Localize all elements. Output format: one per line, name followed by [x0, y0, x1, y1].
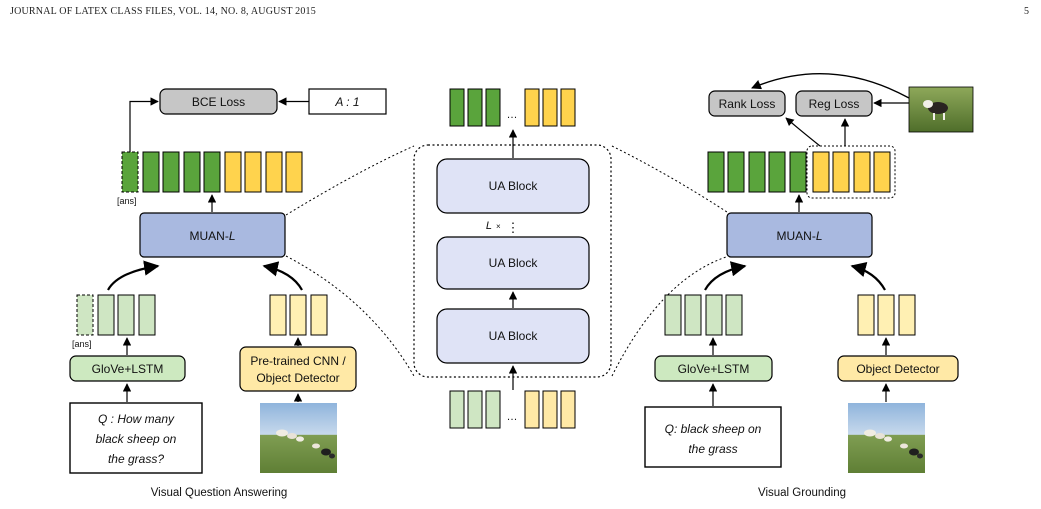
vqa-muan-block: [139, 212, 286, 258]
repeat-times-sign: ×: [496, 222, 501, 231]
rank-loss-label: Rank Loss: [719, 97, 776, 111]
vqa-glove-lstm-label: GloVe+LSTM: [92, 362, 164, 376]
ua-block-mid-label: UA Block: [489, 256, 539, 270]
vg-object-detector-box: [837, 355, 959, 382]
vqa-question-line3: the grass?: [108, 452, 164, 466]
vg-text-tokens: [664, 294, 743, 336]
vg-output-tokens: [707, 145, 896, 199]
vqa-question-box: [69, 402, 203, 474]
vqa-image-encoder-line2: Object Detector: [256, 371, 339, 385]
vqa-muan-label: MUAN-L: [189, 229, 235, 243]
vg-query-box: [644, 406, 782, 468]
vg-glove-lstm-box: [654, 355, 773, 382]
rank-loss-box: [708, 90, 786, 117]
ua-block-bottom-label: UA Block: [489, 329, 539, 343]
ans-token-label-top: [ans]: [117, 196, 137, 206]
vqa-image-encoder-box: [239, 346, 357, 392]
vqa-image-tokens: [269, 294, 328, 336]
repeat-count-label: L: [486, 220, 492, 232]
running-head: JOURNAL OF LATEX CLASS FILES, VOL. 14, N…: [10, 6, 316, 17]
repeat-vdots: ⋮: [507, 220, 520, 235]
center-ellipsis-top: …: [507, 109, 518, 121]
bce-loss-box: [159, 88, 278, 115]
muan-detail-panel: … UA Block L × ⋮ UA Block UA Block …: [413, 88, 612, 429]
vg-caption: Visual Grounding: [758, 487, 846, 499]
vg-query-line2: the grass: [688, 442, 737, 456]
vqa-output-tokens: [121, 151, 303, 193]
reg-loss-box: [795, 90, 873, 117]
vqa-image-encoder-line1: Pre-trained CNN /: [250, 354, 346, 368]
ua-block-bottom: [436, 308, 590, 364]
center-input-tokens: [449, 390, 576, 429]
vqa-sheep-photo: [260, 403, 337, 473]
center-output-tokens: [449, 88, 576, 127]
answer-box: [308, 88, 387, 115]
bce-loss-label: BCE Loss: [192, 95, 245, 109]
vg-image-tokens: [857, 294, 916, 336]
ua-block-top-label: UA Block: [489, 179, 539, 193]
vqa-text-tokens: [76, 294, 156, 336]
vg-sheep-photo: [848, 403, 925, 473]
vqa-caption: Visual Question Answering: [151, 487, 288, 499]
ans-token-label-bottom: [ans]: [72, 339, 92, 349]
vg-muan-block: [726, 212, 873, 258]
vqa-question-line2: black sheep on: [96, 432, 177, 446]
page-number: 5: [1024, 6, 1029, 17]
vg-query-line1: Q: black sheep on: [665, 422, 762, 436]
center-ellipsis-bottom: …: [507, 411, 518, 423]
vg-branch: Rank Loss Reg Loss: [644, 73, 974, 499]
vqa-question-line1: Q : How many: [98, 412, 175, 426]
vg-muan-label: MUAN-L: [776, 229, 822, 243]
vqa-branch: BCE Loss A : 1 [ans] MUAN-L: [69, 88, 387, 499]
vg-glove-lstm-label: GloVe+LSTM: [678, 362, 750, 376]
vg-object-detector-label: Object Detector: [856, 362, 939, 376]
reg-loss-label: Reg Loss: [809, 97, 860, 111]
vqa-glove-lstm-box: [69, 355, 186, 382]
ua-block-mid: [436, 236, 590, 290]
vg-gt-crop-photo: [908, 86, 974, 133]
ua-block-top: [436, 158, 590, 214]
answer-label: A : 1: [334, 95, 359, 109]
